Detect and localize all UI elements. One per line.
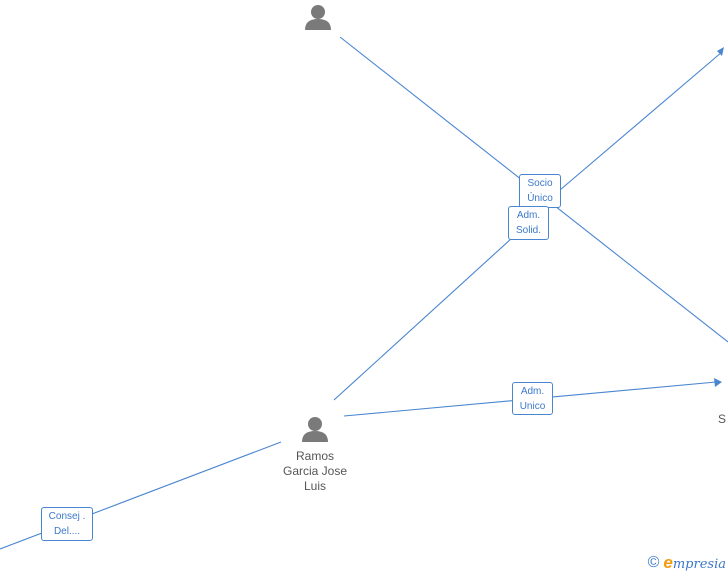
person-name-label[interactable]: Ramos Garcia Jose Luis (282, 449, 348, 493)
edge-label-adm-solid[interactable]: Adm. Solid. (508, 206, 549, 240)
brand-initial: e (663, 553, 673, 572)
person-icon[interactable] (302, 417, 328, 442)
copyright-icon: © (647, 554, 660, 571)
arrowhead-right (714, 378, 722, 387)
right-node-partial-label[interactable]: S (718, 412, 727, 426)
brand-logo: empresia (663, 553, 726, 573)
arrowhead-top-right (717, 47, 724, 56)
edge-center-to-adm-solid (333, 237, 513, 401)
edge-label-consej-del[interactable]: Consej . Del.... (41, 507, 93, 541)
brand-name: mpresia (672, 557, 726, 572)
empresia-watermark: © empresia (648, 553, 726, 573)
edge-label-socio-unico[interactable]: Socio Único (519, 174, 561, 208)
person-icon[interactable] (305, 5, 331, 30)
edge-label-adm-unico[interactable]: Adm. Unico (512, 382, 553, 415)
edge-to-top-right (559, 51, 723, 191)
